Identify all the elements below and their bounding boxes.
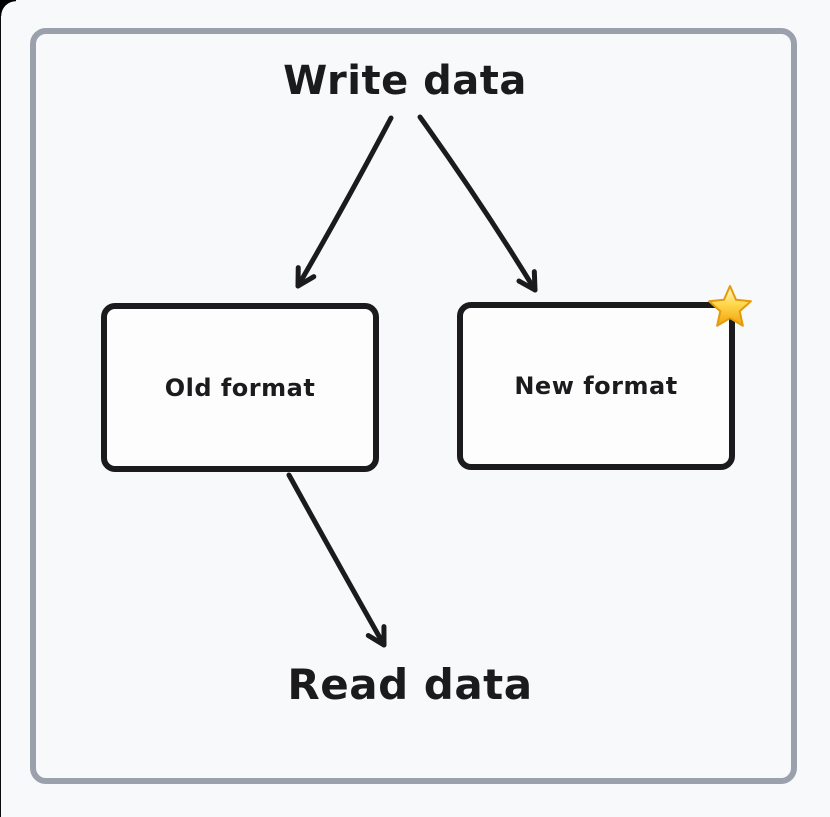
write-data-label: Write data: [283, 58, 527, 104]
window-corner-artifact: [0, 0, 16, 16]
old-format-node: Old format: [101, 303, 379, 472]
new-format-label: New format: [514, 372, 678, 400]
left-edge-artifact: [0, 0, 1, 817]
outer-frame: [30, 28, 797, 784]
new-format-node: New format: [457, 285, 752, 470]
read-data-label: Read data: [287, 660, 533, 709]
old-format-label: Old format: [164, 373, 316, 402]
star-icon: [708, 285, 752, 327]
